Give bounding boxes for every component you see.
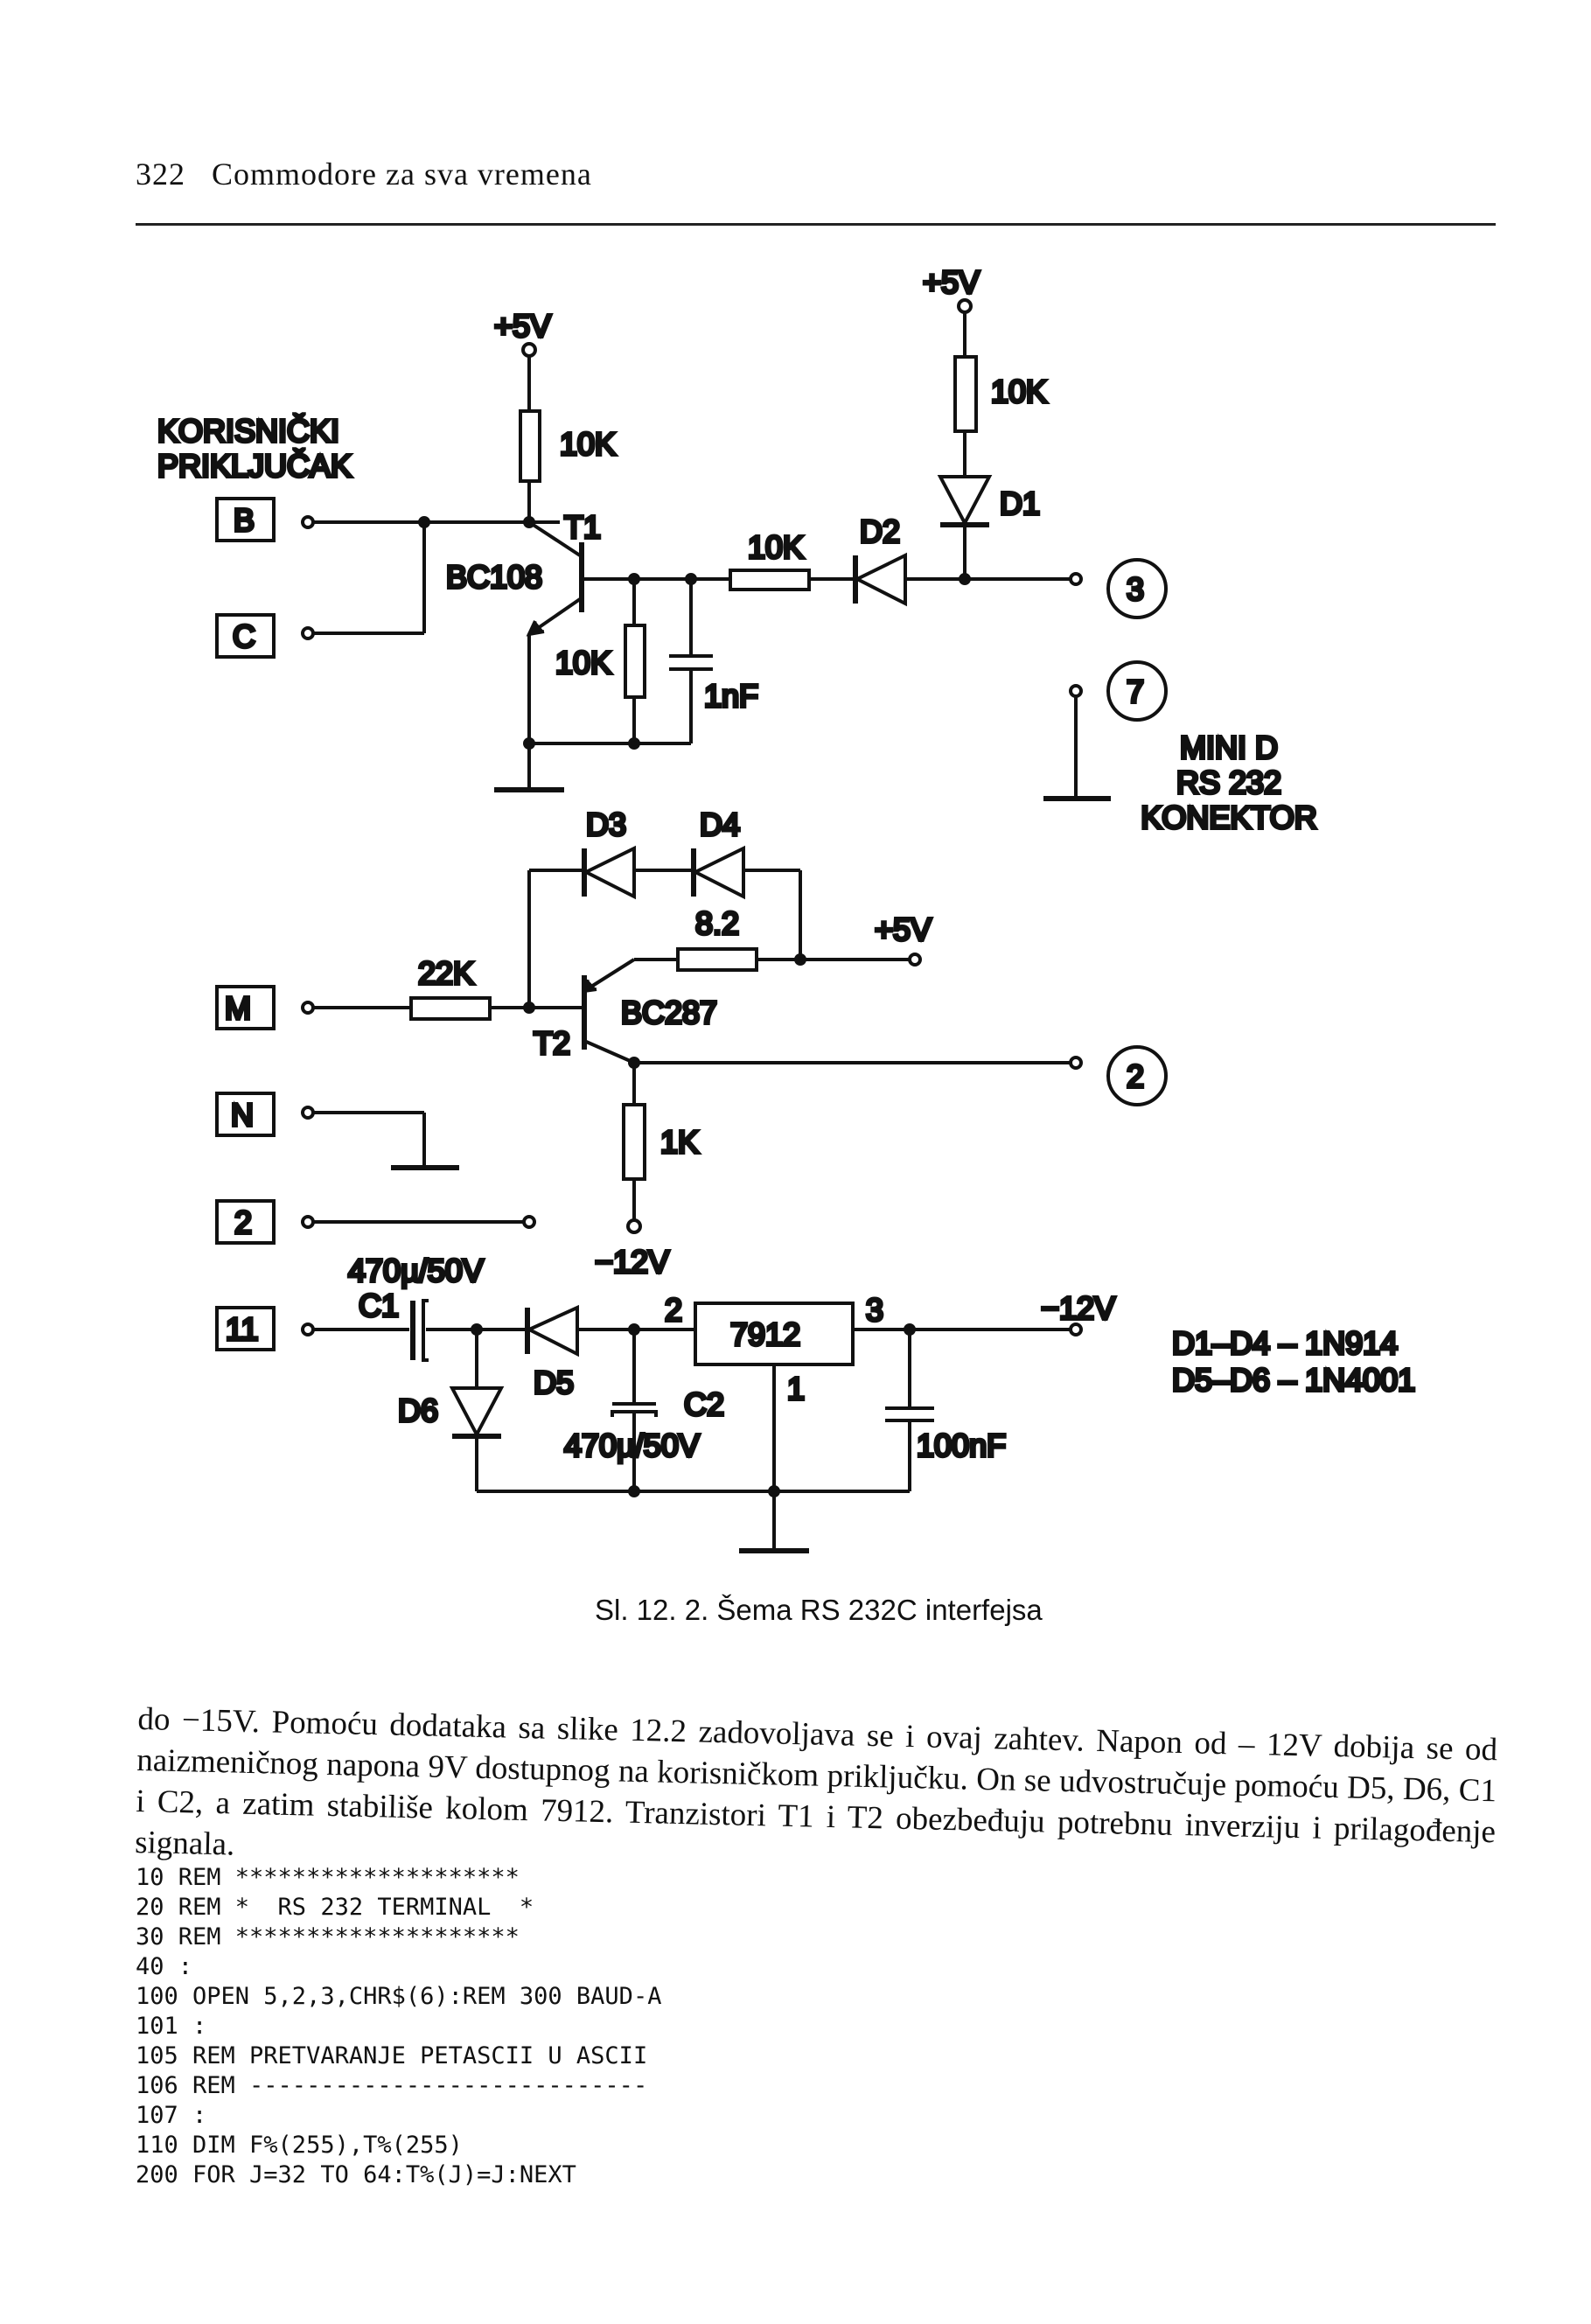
pin-box-m: M xyxy=(215,985,315,1030)
svg-text:M: M xyxy=(225,990,251,1026)
diode-legend-1: D1–D4 – 1N914 xyxy=(1172,1325,1398,1361)
header-rule xyxy=(136,223,1496,226)
svg-text:3: 3 xyxy=(1127,571,1144,607)
code-line: 40 : xyxy=(136,1953,193,1980)
code-line: 106 REM ---------------------------- xyxy=(136,2072,648,2099)
label-10k-series: 10K xyxy=(748,529,804,565)
label-t1: T1 xyxy=(564,509,601,545)
label-10k-d1: 10K xyxy=(991,373,1047,409)
label-minus12v-a: −12V xyxy=(595,1244,669,1280)
label-d1: D1 xyxy=(1000,485,1040,521)
code-listing: 10 REM ******************** 20 REM * RS 2… xyxy=(136,1863,661,2190)
resistor-10k-series xyxy=(729,569,811,591)
code-line: 105 REM PRETVARANJE PETASCII U ASCII xyxy=(136,2042,648,2069)
label-d5: D5 xyxy=(534,1364,574,1400)
label-1nf: 1nF xyxy=(704,678,758,714)
svg-text:2: 2 xyxy=(234,1204,252,1240)
label-d6: D6 xyxy=(398,1392,438,1428)
code-line: 101 : xyxy=(136,2013,207,2040)
resistor-1k xyxy=(622,1103,646,1181)
user-port-title-1: KORISNIČKI xyxy=(157,413,339,449)
resistor-10k-d1 xyxy=(953,355,978,433)
user-port-title-2: PRIKLJUČAK xyxy=(157,448,352,484)
resistor-10k-pullup xyxy=(519,409,541,483)
svg-text:B: B xyxy=(234,502,255,538)
diode-d3 xyxy=(582,845,636,900)
label-plus5v-b: +5V xyxy=(923,264,980,300)
label-1k: 1K xyxy=(660,1124,699,1160)
connector-pin-3: 3 xyxy=(1106,558,1168,619)
pin-box-n: N xyxy=(215,1092,315,1137)
label-d3: D3 xyxy=(586,806,626,842)
pin-box-c: C xyxy=(215,613,315,659)
connector-title-2: RS 232 xyxy=(1176,764,1281,800)
svg-text:N: N xyxy=(231,1097,254,1133)
code-line: 100 OPEN 5,2,3,CHR$(6):REM 300 BAUD-A xyxy=(136,1983,662,2010)
resistor-22k xyxy=(409,996,492,1021)
diode-d2 xyxy=(853,552,907,607)
label-reg-pin3: 3 xyxy=(866,1292,883,1328)
label-minus12v-b: −12V xyxy=(1041,1290,1115,1326)
label-8-2: 8.2 xyxy=(695,905,739,941)
connector-title-1: MINI D xyxy=(1180,729,1278,765)
label-bc287: BC287 xyxy=(621,995,717,1030)
resistor-8-2 xyxy=(676,947,758,972)
code-line: 107 : xyxy=(136,2102,207,2129)
page-number: 322 xyxy=(136,157,185,192)
code-line: 20 REM * RS 232 TERMINAL * xyxy=(136,1894,534,1921)
svg-text:2: 2 xyxy=(1127,1058,1144,1094)
diode-d6 xyxy=(449,1386,505,1439)
code-line: 10 REM ******************** xyxy=(136,1864,520,1891)
label-d4: D4 xyxy=(700,806,740,842)
label-10k-pullup: 10K xyxy=(560,426,616,462)
label-bc108: BC108 xyxy=(446,559,542,595)
running-title: Commodore za sva vremena xyxy=(212,157,592,192)
label-t2: T2 xyxy=(534,1025,570,1061)
label-10k-base: 10K xyxy=(555,645,611,680)
label-c2: C2 xyxy=(684,1386,724,1422)
svg-text:C: C xyxy=(233,618,255,654)
code-line: 200 FOR J=32 TO 64:T%(J)=J:NEXT xyxy=(136,2161,576,2188)
page-header: 322 Commodore za sva vremena xyxy=(136,156,592,192)
label-c1-value: 470µ/50V xyxy=(348,1253,484,1288)
code-line: 110 DIM F%(255),T%(255) xyxy=(136,2132,463,2159)
label-100nf: 100nF xyxy=(917,1427,1006,1463)
diode-d5 xyxy=(525,1304,579,1357)
label-reg-pin1: 1 xyxy=(787,1371,805,1406)
label-reg-pin2: 2 xyxy=(665,1292,682,1328)
svg-text:11: 11 xyxy=(226,1311,258,1347)
svg-text:7: 7 xyxy=(1127,673,1144,709)
code-line: 30 REM ******************** xyxy=(136,1923,520,1951)
figure-caption: Sl. 12. 2. Šema RS 232C interfejsa xyxy=(595,1594,1043,1626)
label-plus5v-a: +5V xyxy=(494,308,551,344)
diode-legend-2: D5–D6 – 1N4001 xyxy=(1172,1362,1415,1398)
connector-pin-2: 2 xyxy=(1106,1045,1168,1106)
connector-title-3: KONEKTOR xyxy=(1141,799,1316,835)
diode-d1 xyxy=(937,475,993,527)
label-c2-value: 470µ/50V xyxy=(564,1427,700,1463)
pin-box-2: 2 xyxy=(215,1199,315,1245)
label-c1: C1 xyxy=(359,1288,399,1323)
rs232-schematic: KORISNIČKI PRIKLJUČAK B C M N 2 11 +5V 1… xyxy=(156,262,1417,1553)
connector-pin-7: 7 xyxy=(1106,660,1168,722)
resistor-10k-base xyxy=(624,624,646,699)
pin-box-b: B xyxy=(215,497,315,542)
pin-box-11: 11 xyxy=(215,1306,315,1351)
label-22k: 22K xyxy=(418,955,474,991)
label-plus5v-c: +5V xyxy=(875,911,932,947)
label-regulator: 7912 xyxy=(730,1316,800,1352)
label-d2: D2 xyxy=(860,513,900,549)
diode-d4 xyxy=(691,845,745,900)
